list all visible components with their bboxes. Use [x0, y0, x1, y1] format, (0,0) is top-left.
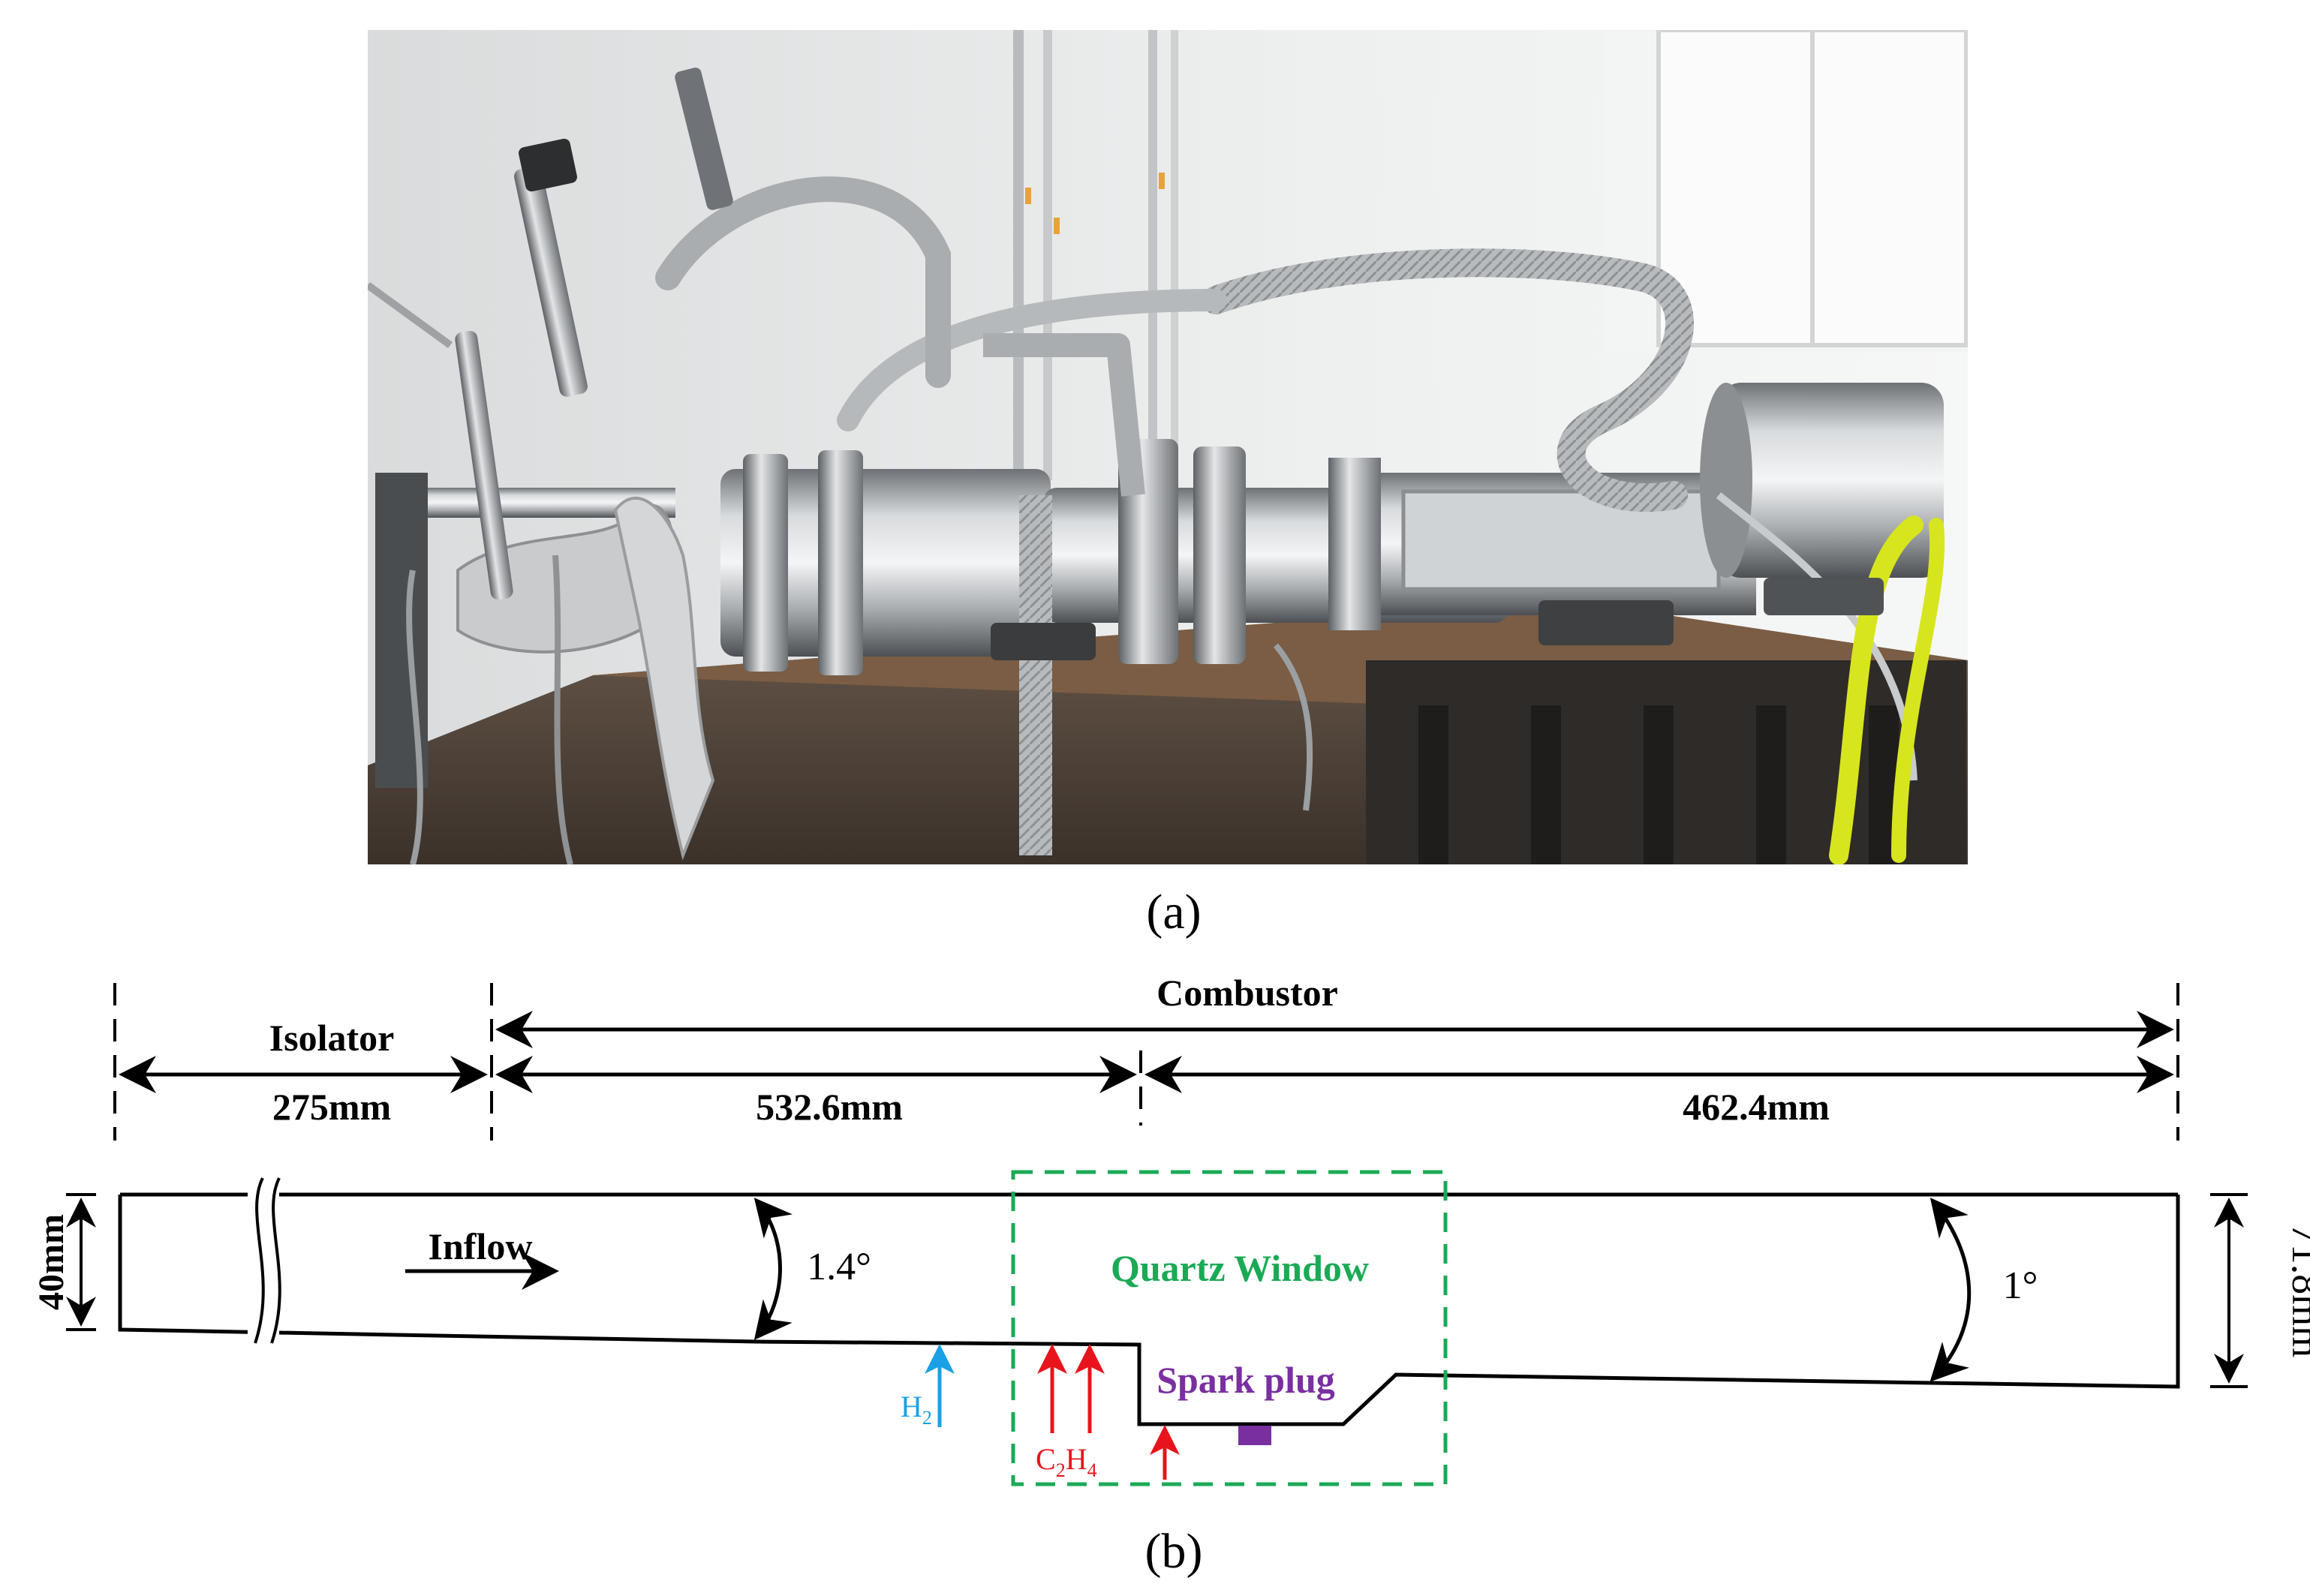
spark-plug-icon	[1238, 1426, 1271, 1445]
section2-length: 462.4mm	[1683, 1086, 1830, 1128]
exit-height-dim	[2210, 1193, 2248, 1388]
section1-length: 532.6mm	[756, 1086, 903, 1128]
combustor-label: Combustor	[1157, 972, 1338, 1014]
c2h4-sub1: 2	[1056, 1459, 1066, 1481]
angle-label-2: 1°	[2003, 1264, 2038, 1307]
h2-main: H	[901, 1390, 922, 1423]
angle-arc-2	[1930, 1198, 1972, 1382]
isolator-length: 275mm	[272, 1086, 391, 1128]
inlet-height-label: 40mm	[32, 1214, 71, 1310]
c2h4-h: H	[1066, 1442, 1087, 1476]
quartz-window-label: Quartz Window	[1111, 1247, 1369, 1289]
c2h4-label: C2H4	[1036, 1442, 1097, 1481]
break-marks	[248, 1177, 281, 1344]
inlet-height-dim	[66, 1193, 96, 1331]
isolator-label: Isolator	[269, 1017, 395, 1059]
angle-arc-1	[753, 1198, 793, 1340]
caption-b: (b)	[1144, 1524, 1203, 1579]
dimension-arrows	[119, 1011, 2174, 1093]
duct-outline	[118, 1192, 2180, 1426]
apparatus-photo	[368, 30, 1968, 864]
combustor-schematic: Combustor Isolator 275mm 532.6mm 462.4mm…	[32, 972, 2310, 1486]
exit-height-label: 71.8mm	[2284, 1224, 2310, 1358]
caption-a: (a)	[1146, 885, 1202, 939]
extension-lines	[113, 983, 2179, 1141]
h2-sub: 2	[922, 1407, 932, 1429]
inflow-label: Inflow	[429, 1225, 533, 1267]
quartz-window-box	[1011, 1170, 1448, 1486]
c2h4-sub2: 4	[1087, 1459, 1097, 1481]
h2-label: H2	[901, 1390, 932, 1429]
c2h4-c: C	[1036, 1442, 1056, 1476]
angle-label-1: 1.4°	[807, 1246, 871, 1288]
spark-plug-label: Spark plug	[1157, 1359, 1335, 1401]
